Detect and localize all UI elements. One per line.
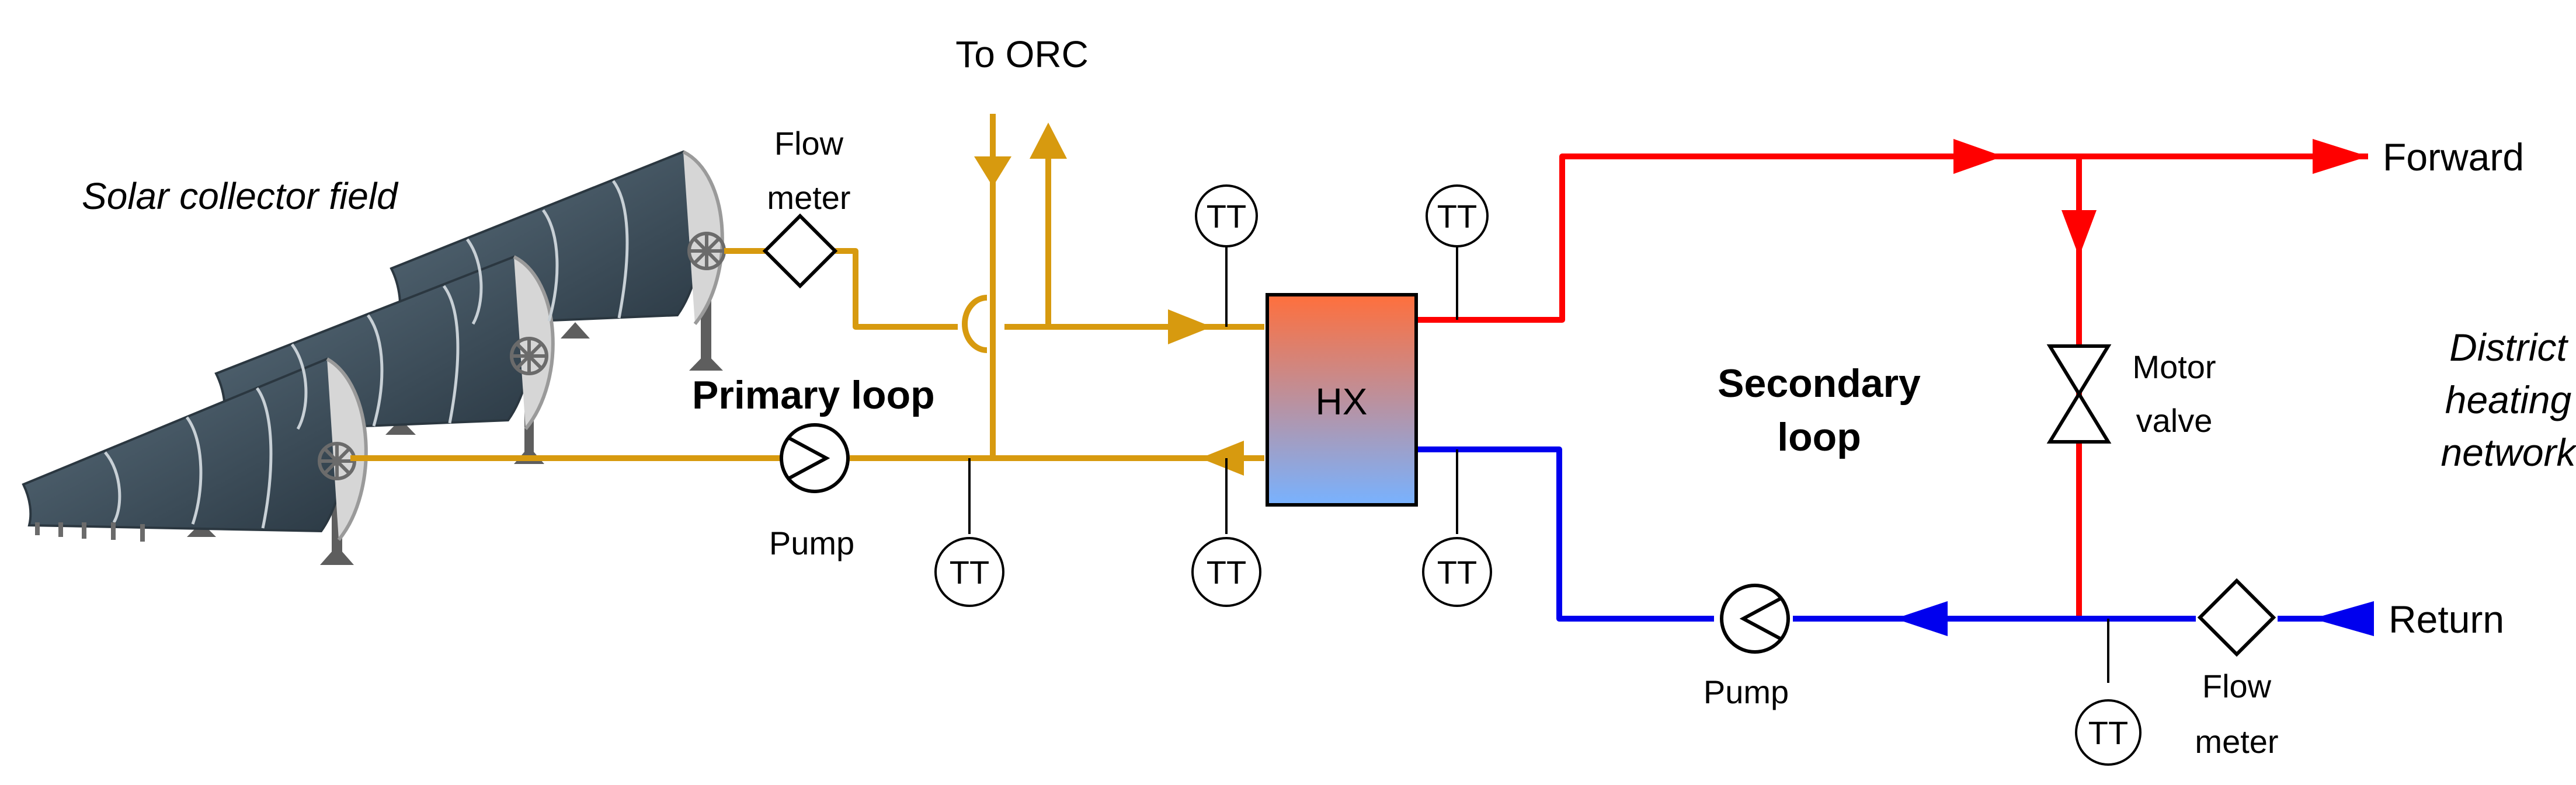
pump-label-secondary: Pump xyxy=(1704,674,1789,710)
tt-label: TT xyxy=(2088,714,2128,751)
motor-valve xyxy=(2046,344,2112,444)
solar-field-label: Solar collector field xyxy=(82,175,399,217)
hx-label: HX xyxy=(1316,381,1368,423)
secondary-loop-label-line1: Secondary xyxy=(1718,361,1921,406)
tt-sensor-hx-primary-out: TT xyxy=(1191,537,1261,607)
flow-meter-label-line1: Flow xyxy=(774,125,844,162)
return-label: Return xyxy=(2389,598,2504,641)
tt-label: TT xyxy=(1207,198,1246,235)
cold-arrowheads xyxy=(1895,601,2374,636)
tt-sensor-hx-secondary-in: TT xyxy=(1422,537,1492,607)
heat-exchanger xyxy=(1266,293,1418,507)
pump-primary xyxy=(780,423,850,493)
arrow-primary-return xyxy=(1200,441,1244,476)
secondary-loop-label-line2: loop xyxy=(1777,415,1861,459)
tt-sensor-return: TT xyxy=(2075,699,2142,766)
arrow-orc-out xyxy=(1030,123,1067,159)
hot-arrowheads xyxy=(1953,139,2368,257)
primary-loop-pipes xyxy=(350,114,1264,461)
collector-trough-front xyxy=(22,357,347,533)
motor-valve-label-line1: Motor xyxy=(2132,348,2216,385)
flow-meter-secondary-label-line2: meter xyxy=(2195,723,2278,760)
pump-label-primary: Pump xyxy=(769,525,854,561)
primary-arrowheads xyxy=(974,123,1244,476)
tt-label: TT xyxy=(1437,198,1477,235)
primary-crossover-arc xyxy=(962,295,988,353)
flow-meter-secondary xyxy=(2197,578,2276,657)
flow-meter-secondary-label-line1: Flow xyxy=(2202,668,2272,704)
primary-loop-label: Primary loop xyxy=(692,373,935,417)
flow-meter-primary xyxy=(762,213,838,289)
district-label-line1: District xyxy=(2449,326,2568,369)
district-label-line2: heating xyxy=(2445,378,2572,421)
tt-sensor-field-return: TT xyxy=(934,537,1004,607)
arrow-primary-supply xyxy=(1168,309,1212,344)
pump-secondary xyxy=(1720,584,1790,654)
to-orc-label: To ORC xyxy=(955,33,1089,75)
forward-pipe xyxy=(1416,153,2368,323)
forward-label: Forward xyxy=(2383,135,2524,179)
arrow-orc-in xyxy=(974,156,1011,187)
tt-connector-lines xyxy=(968,245,2109,683)
tt-sensor-hx-secondary-out: TT xyxy=(1426,184,1489,247)
motor-valve-label-line2: valve xyxy=(2136,402,2213,439)
tt-label: TT xyxy=(1437,554,1477,591)
tt-sensor-hx-primary-in: TT xyxy=(1195,184,1258,247)
flow-meter-label-line2: meter xyxy=(767,179,850,216)
tt-label: TT xyxy=(1207,554,1246,591)
district-label-line3: network xyxy=(2441,431,2576,474)
tt-label: TT xyxy=(950,554,989,591)
solar-collector-field xyxy=(22,150,726,565)
